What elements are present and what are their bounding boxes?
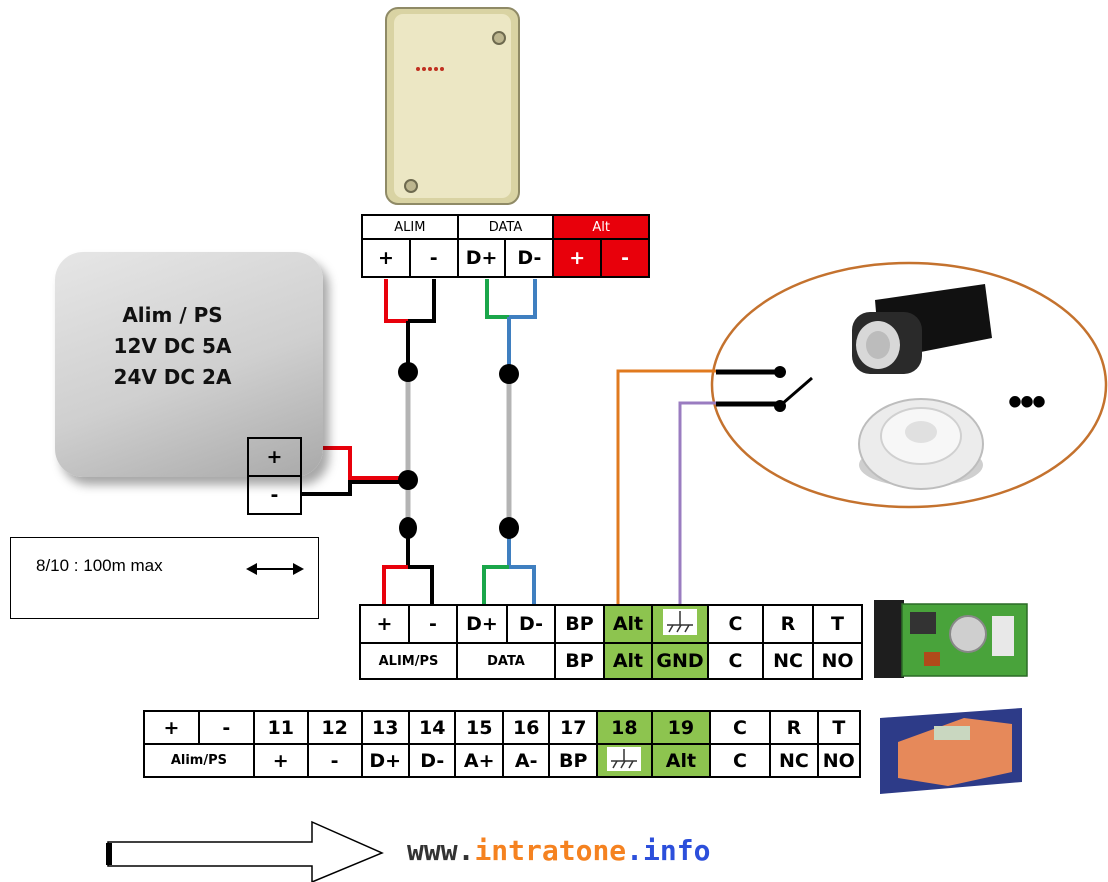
keypad-label-d-plus: D+ <box>360 743 411 778</box>
module-label-alim-ps: ALIM/PS <box>359 642 458 680</box>
module-terminal-block: + - D+ D- BP Alt C R T ALIM/PS DATA BP A… <box>359 604 863 680</box>
cable-note-box <box>10 537 319 619</box>
module-label-alt: Alt <box>603 642 653 680</box>
module-pin-d-minus: D- <box>506 604 556 644</box>
power-supply-terminal: + - <box>247 437 302 515</box>
keypad-pin-18: 18 <box>595 710 653 745</box>
website-name: intratone <box>474 834 627 867</box>
keypad-ground-symbol-icon <box>595 743 653 778</box>
keypad-label-minus: - <box>306 743 363 778</box>
keypad-pin-13: 13 <box>360 710 411 745</box>
power-supply-rating-12v: 12V DC 5A <box>113 334 232 358</box>
ps-plus-terminal: + <box>247 437 302 477</box>
reader-header-data: DATA <box>456 214 555 240</box>
module-pin-plus: + <box>359 604 410 644</box>
keypad-pin-minus: - <box>197 710 255 745</box>
ground-symbol-icon <box>651 604 709 644</box>
keypad-pin-t: T <box>816 710 862 745</box>
module-label-data: DATA <box>456 642 556 680</box>
motion-detector-icon <box>852 284 992 374</box>
module-pin-minus: - <box>408 604 458 644</box>
keypad-pin-17: 17 <box>548 710 598 745</box>
more-sensors-ellipsis: ••• <box>1008 380 1046 424</box>
keypad-terminal-block: + - 11 12 13 14 15 16 17 18 19 C R T Ali… <box>143 710 862 778</box>
module-pin-d-plus: D+ <box>456 604 508 644</box>
module-label-no: NO <box>812 642 863 680</box>
module-label-bp: BP <box>554 642 605 680</box>
reader-pin-alt-minus: - <box>600 238 650 278</box>
reader-terminal-block: ALIM DATA Alt + - D+ D- + - <box>361 214 650 278</box>
keypad-label-a-plus: A+ <box>454 743 504 778</box>
website-arrow-icon <box>106 820 384 882</box>
smoke-detector-icon <box>858 398 984 490</box>
power-supply-rating-24v: 24V DC 2A <box>113 365 232 389</box>
reader-header-alt: Alt <box>552 214 650 240</box>
module-pin-r: R <box>762 604 814 644</box>
keypad-label-a-minus: A- <box>501 743 551 778</box>
reader-pin-minus: - <box>408 238 459 278</box>
keypad-label-plus: + <box>252 743 309 778</box>
website-url[interactable]: www.intratone.info <box>407 834 710 867</box>
keypad-label-bp: BP <box>548 743 598 778</box>
keypad-pin-14: 14 <box>408 710 457 745</box>
keypad-pin-c: C <box>708 710 772 745</box>
website-suffix: .info <box>626 834 711 867</box>
power-supply-title: Alim / PS <box>122 303 223 327</box>
reader-pin-plus: + <box>361 238 411 278</box>
module-pin-bp: BP <box>554 604 605 644</box>
keypad-label-alt: Alt <box>650 743 711 778</box>
reader-pin-alt-plus: + <box>552 238 603 278</box>
keypad-label-no: NO <box>816 743 862 778</box>
power-supply-label: Alim / PS 12V DC 5A 24V DC 2A <box>55 300 290 393</box>
module-pin-c: C <box>707 604 764 644</box>
keypad-pin-r: R <box>769 710 819 745</box>
ps-minus-terminal: - <box>247 475 302 515</box>
keypad-pin-11: 11 <box>252 710 309 745</box>
keypad-label-c: C <box>708 743 772 778</box>
reader-pin-d-minus: D- <box>504 238 555 278</box>
keypad-pin-19: 19 <box>650 710 711 745</box>
keypad-label-nc: NC <box>769 743 819 778</box>
sensor-group-ellipse <box>710 261 1108 509</box>
keypad-pin-12: 12 <box>306 710 363 745</box>
module-pin-t: T <box>812 604 863 644</box>
keypad-label-alim-ps: Alim/PS <box>143 743 255 778</box>
cable-note-text: 8/10 : 100m max <box>36 556 163 575</box>
keypad-pin-15: 15 <box>454 710 504 745</box>
reader-header-alim: ALIM <box>361 214 459 240</box>
module-pin-alt: Alt <box>603 604 653 644</box>
card-reader-image <box>385 7 520 205</box>
switch-contact-icon <box>716 366 813 412</box>
module-label-gnd: GND <box>651 642 709 680</box>
double-arrow-icon <box>246 563 304 575</box>
junction-dots <box>398 362 519 539</box>
reader-pin-d-plus: D+ <box>456 238 507 278</box>
website-prefix: www. <box>407 834 475 867</box>
module-label-nc: NC <box>762 642 814 680</box>
keypad-module-image <box>880 708 1022 794</box>
keypad-label-d-minus: D- <box>408 743 457 778</box>
keypad-pin-16: 16 <box>501 710 551 745</box>
keypad-pin-plus: + <box>143 710 200 745</box>
control-module-image <box>874 600 1028 678</box>
module-label-c: C <box>707 642 764 680</box>
